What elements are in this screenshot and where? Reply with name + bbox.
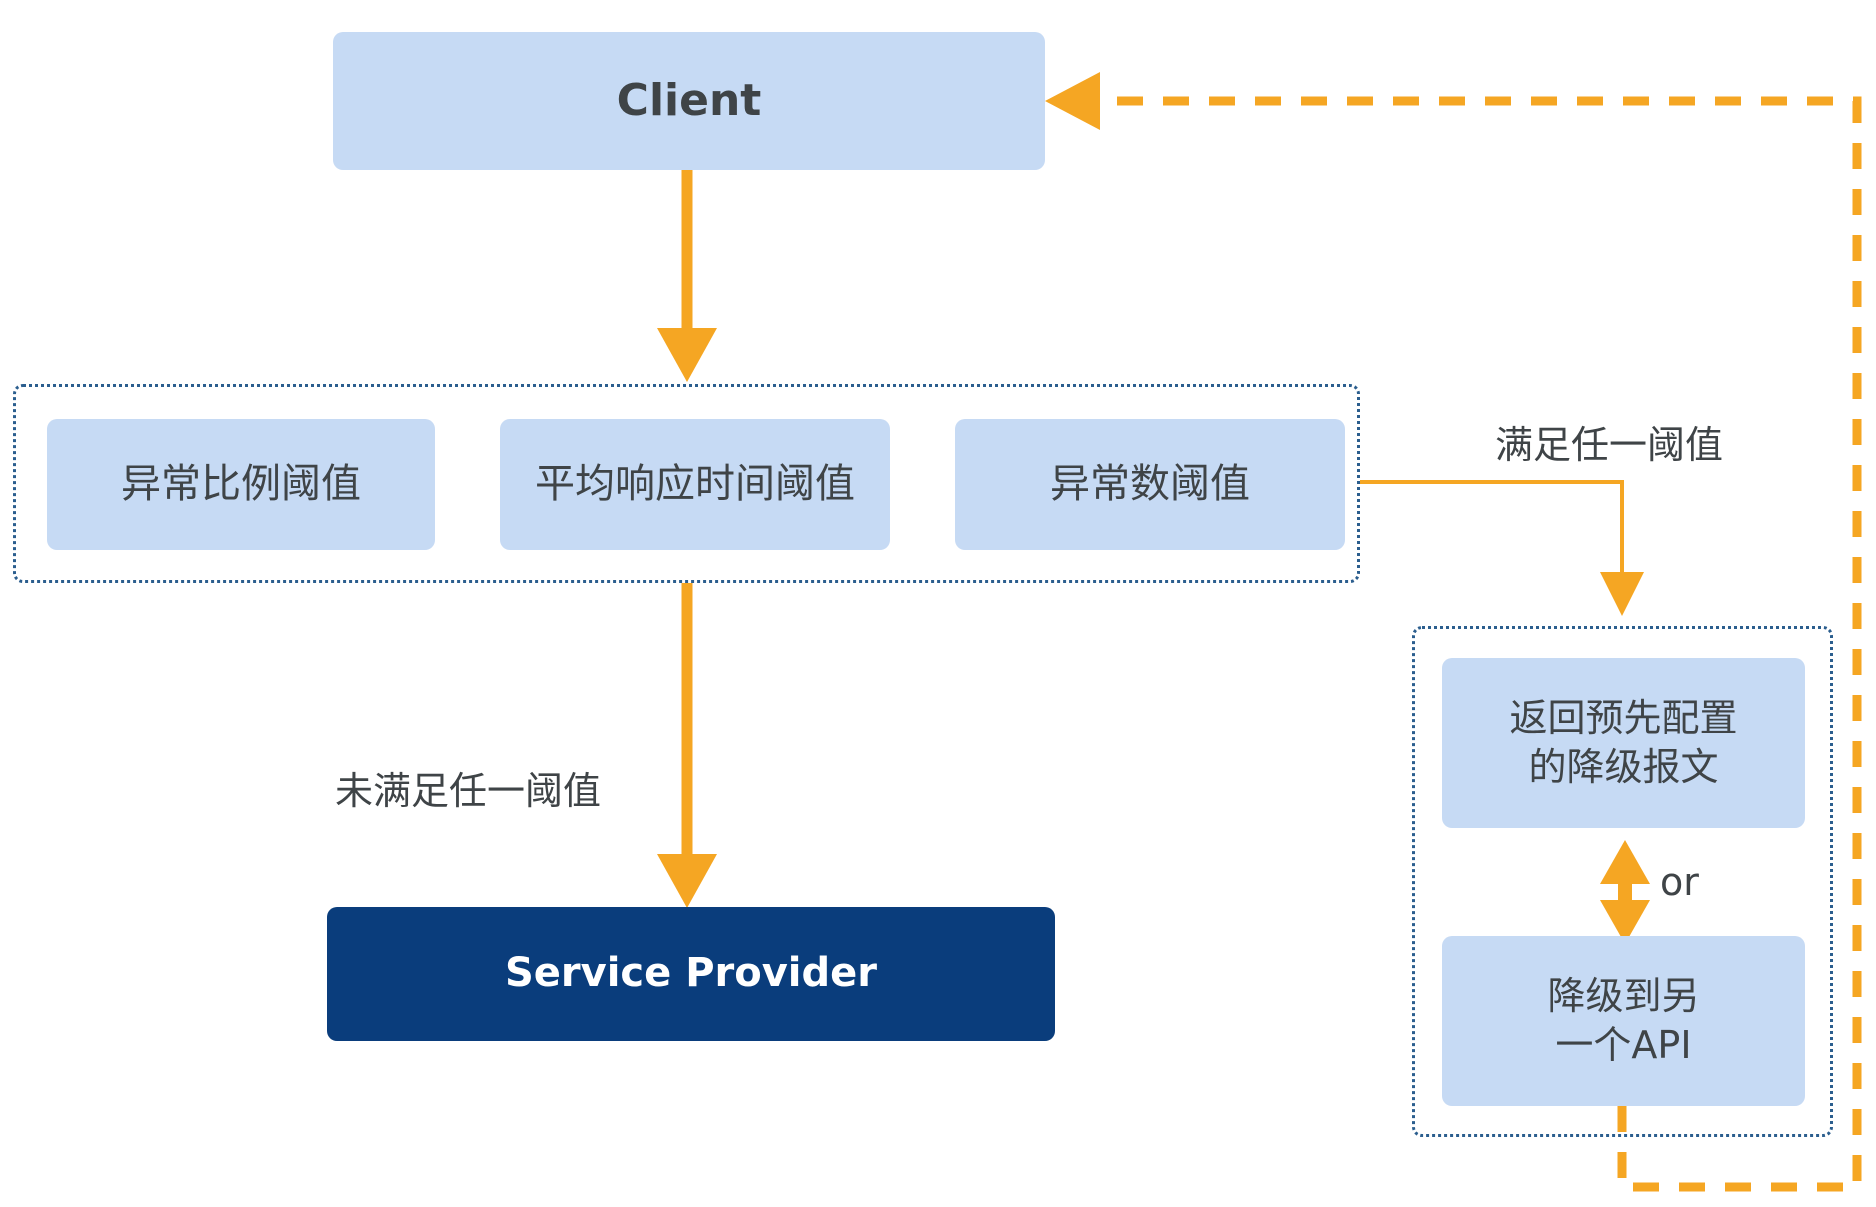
node-fallback-another-api[interactable]: 降级到另 一个API xyxy=(1442,936,1805,1106)
edge-thresholds-to-provider xyxy=(657,583,717,908)
edge-label-or: or xyxy=(1660,860,1699,904)
node-fallback-preconfigured-message[interactable]: 返回预先配置 的降级报文 xyxy=(1442,658,1805,828)
edge-thresholds-to-fallback xyxy=(1360,480,1644,616)
node-client[interactable]: Client xyxy=(333,32,1045,170)
edge-label-not-satisfy-any-threshold: 未满足任一阈值 xyxy=(335,769,602,813)
node-threshold-abnormal-ratio[interactable]: 异常比例阈值 xyxy=(47,419,435,550)
node-service-provider[interactable]: Service Provider xyxy=(327,907,1055,1041)
edge-client-to-thresholds xyxy=(657,170,717,382)
threshold-group xyxy=(13,384,1360,583)
node-threshold-avg-response-time[interactable]: 平均响应时间阈值 xyxy=(500,419,890,550)
fallback-group xyxy=(1412,626,1833,1137)
edge-label-satisfy-any-threshold: 满足任一阈值 xyxy=(1495,423,1724,467)
node-threshold-abnormal-count[interactable]: 异常数阈值 xyxy=(955,419,1345,550)
